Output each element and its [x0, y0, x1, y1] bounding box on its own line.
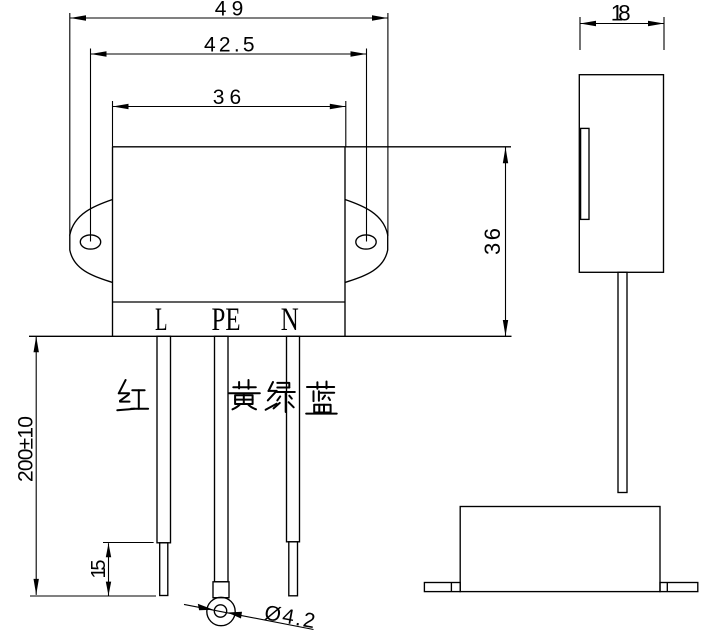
svg-text:PE: PE — [212, 302, 241, 338]
svg-text:200±10: 200±10 — [15, 416, 38, 482]
svg-text:42.5: 42.5 — [204, 33, 254, 56]
svg-text:36: 36 — [213, 86, 241, 109]
svg-text:L: L — [155, 302, 168, 338]
svg-text:N: N — [281, 302, 299, 338]
svg-text:15: 15 — [88, 560, 110, 579]
svg-text:Ø4.2: Ø4.2 — [263, 601, 317, 632]
svg-text:36: 36 — [480, 228, 505, 255]
svg-text:18: 18 — [611, 1, 631, 26]
svg-text:49: 49 — [215, 0, 244, 21]
